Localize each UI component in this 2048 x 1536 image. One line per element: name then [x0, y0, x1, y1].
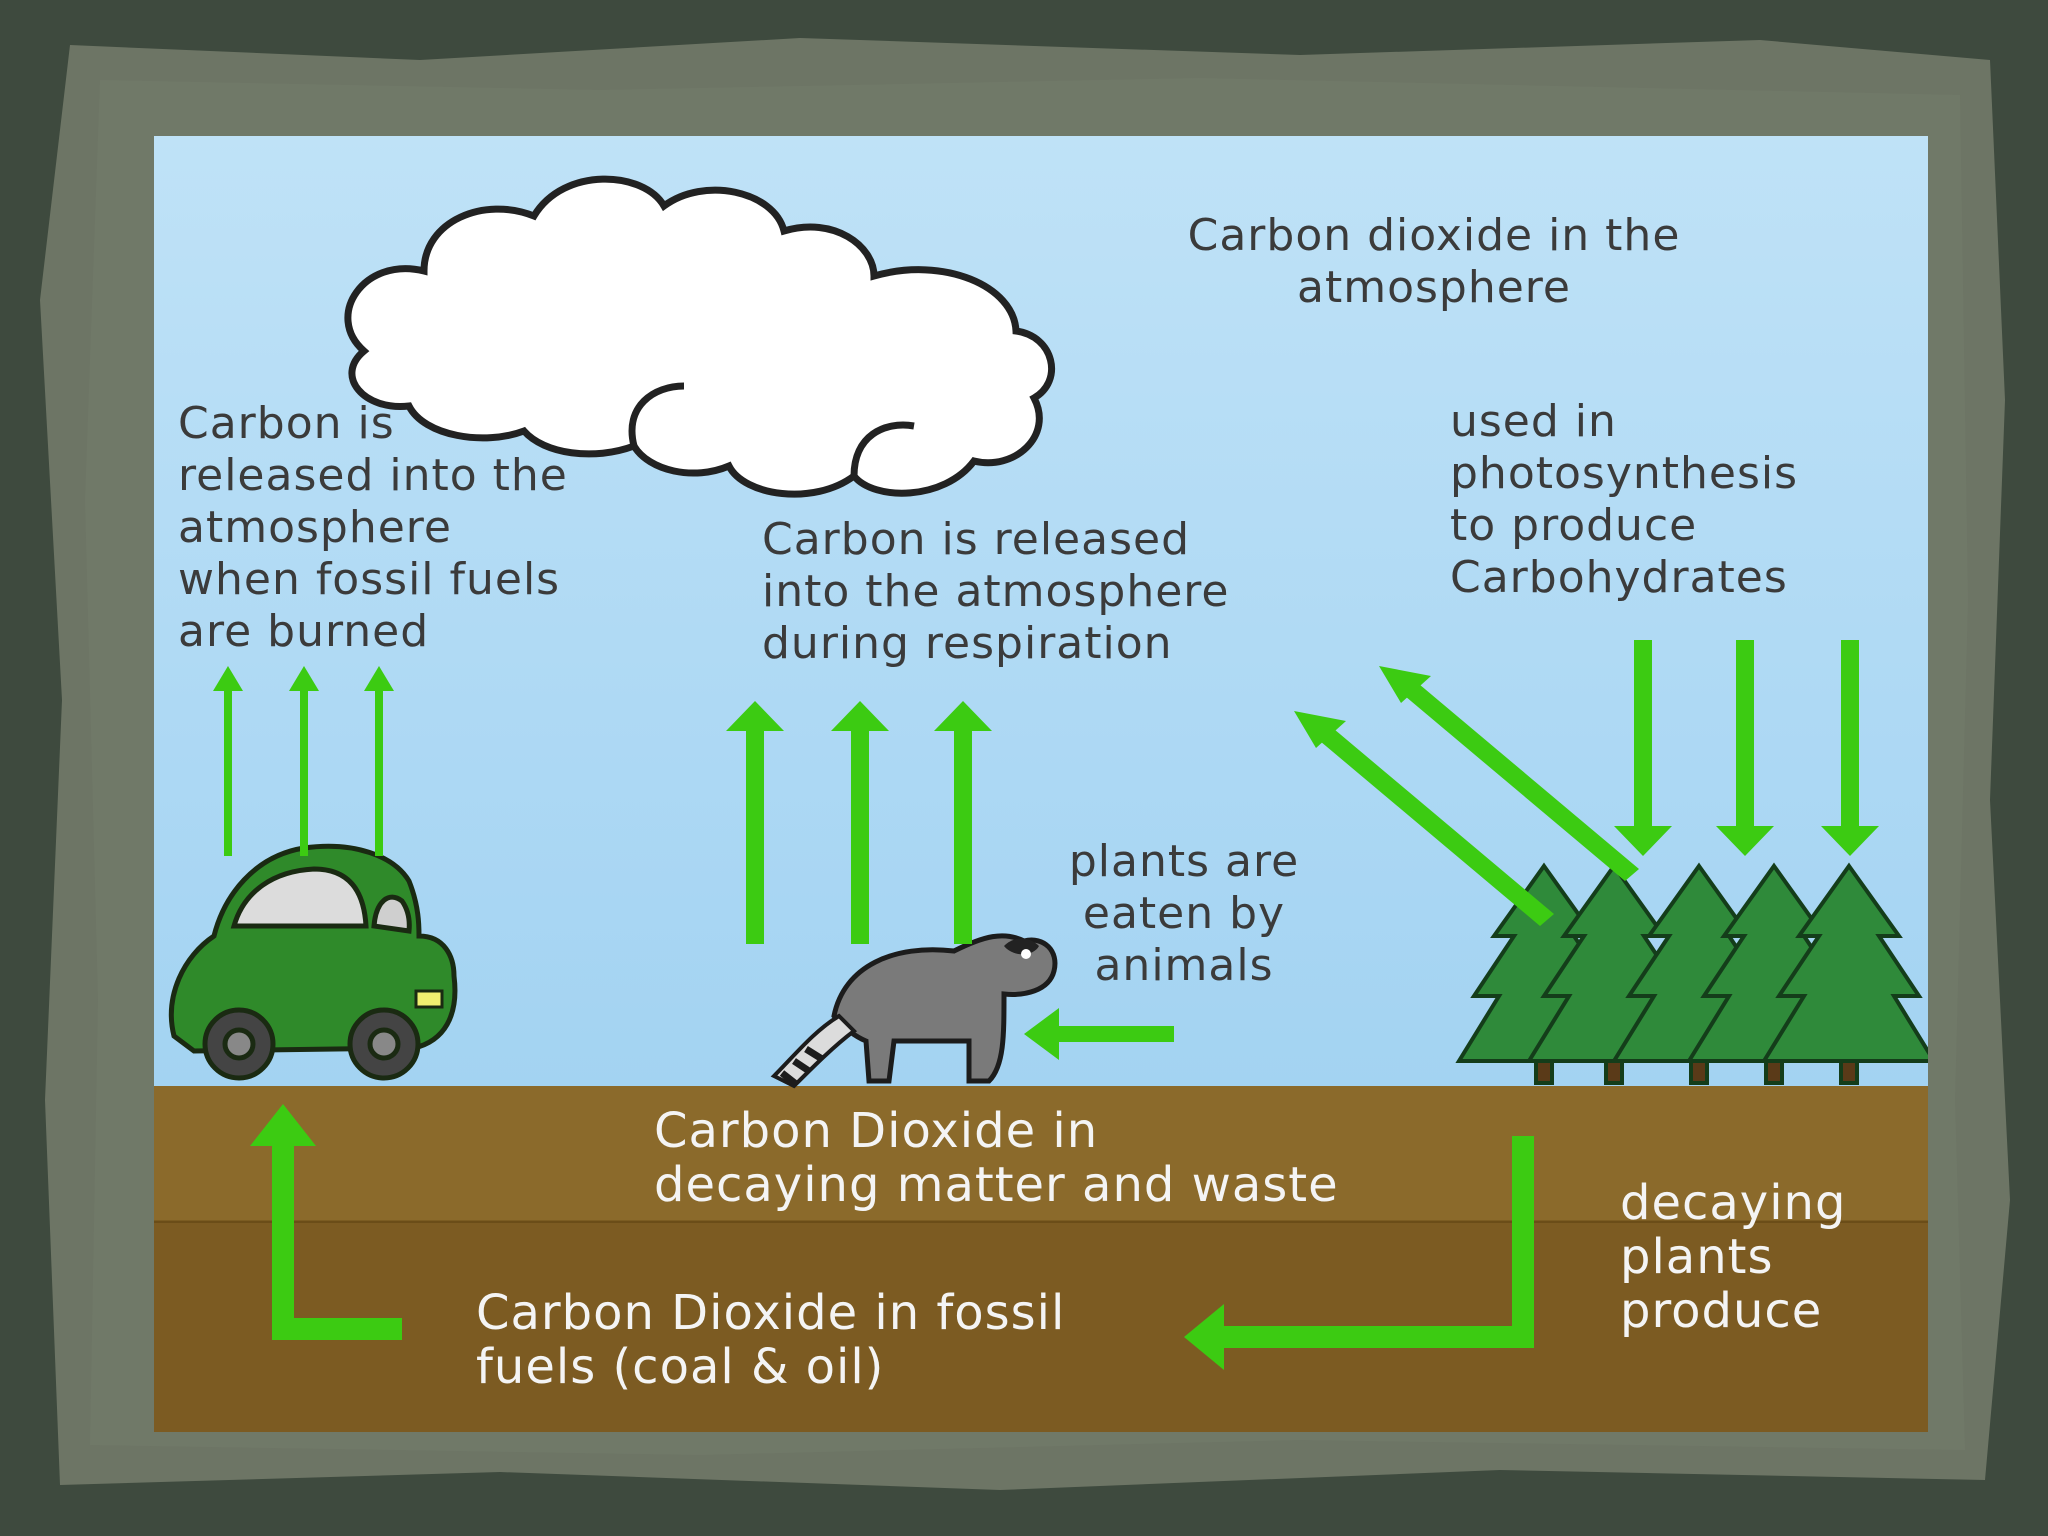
arrow-photosynthesis-down-1	[1614, 640, 1672, 856]
car-icon	[168, 843, 458, 1081]
diagram-scene	[154, 136, 1928, 1432]
label-atmosphere: Carbon dioxide in the atmosphere	[1187, 210, 1681, 313]
label-respiration: Carbon is released into the atmosphere d…	[762, 514, 1230, 669]
arrow-car-up-1	[213, 666, 243, 856]
label-decaying-plants: decaying plants produce	[1620, 1175, 1847, 1339]
arrow-trees-diagonal-2	[1379, 666, 1639, 881]
arrow-fossil-to-car	[250, 1104, 402, 1340]
arrow-decay-to-fossil	[1184, 1136, 1534, 1370]
soil-upper	[154, 1086, 1928, 1222]
arrow-car-up-3	[364, 666, 394, 856]
arrow-car-up-2	[289, 666, 319, 856]
arrow-respiration-up-3	[934, 701, 992, 944]
raccoon-icon	[770, 933, 1058, 1089]
cloud-icon	[344, 175, 1055, 498]
arrow-photosynthesis-down-2	[1716, 640, 1774, 856]
label-eaten-by-animals: plants are eaten by animals	[1068, 836, 1300, 991]
label-fossil-burned: Carbon is released into the atmosphere w…	[178, 398, 568, 657]
tree-icon	[1455, 862, 1928, 1085]
arrow-trees-diagonal-1	[1294, 711, 1554, 926]
label-decaying-matter: Carbon Dioxide in decaying matter and wa…	[654, 1103, 1339, 1213]
label-photosynthesis: used in photosynthesis to produce Carboh…	[1450, 396, 1799, 603]
carbon-cycle-diagram: Carbon dioxide in the atmosphere Carbon …	[154, 136, 1928, 1432]
soil-lower	[154, 1223, 1928, 1432]
arrow-respiration-up-1	[726, 701, 784, 944]
arrow-plants-to-animals	[1024, 1008, 1174, 1060]
arrow-respiration-up-2	[831, 701, 889, 944]
arrow-photosynthesis-down-3	[1821, 640, 1879, 856]
label-fossil-fuels: Carbon Dioxide in fossil fuels (coal & o…	[476, 1285, 1066, 1395]
